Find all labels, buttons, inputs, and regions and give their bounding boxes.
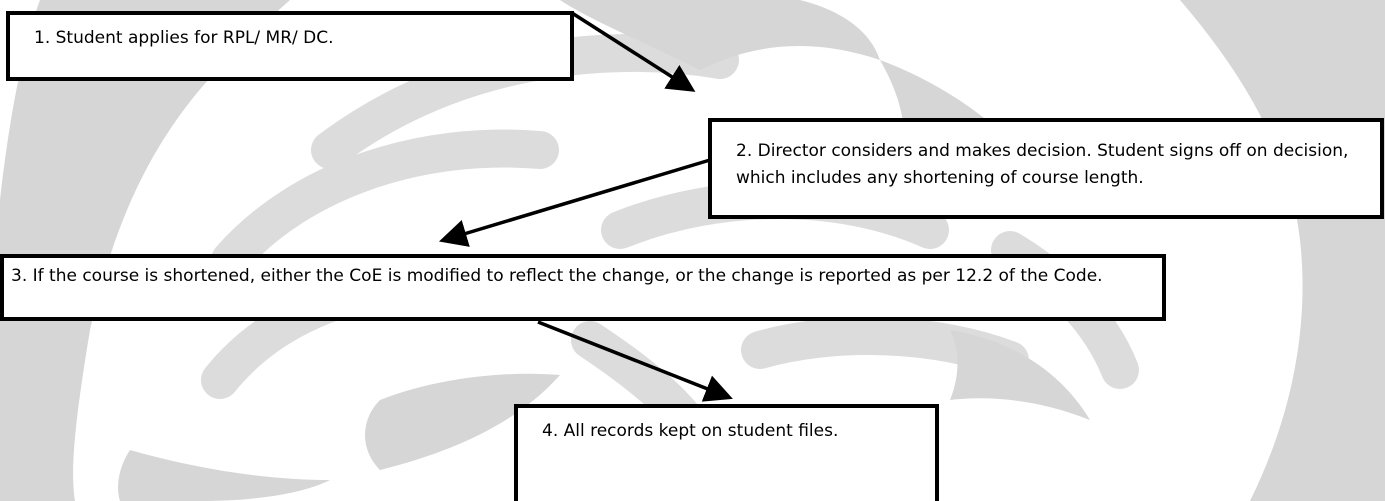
arrow-step3-to-step4 [537, 320, 733, 402]
step-2-box: 2. Director considers and makes decision… [708, 118, 1384, 219]
step-4-box: 4. All records kept on student files. [514, 404, 939, 501]
step-1-box: 1. Student applies for RPL/ MR/ DC. [6, 11, 574, 81]
arrow-step1-to-step2 [571, 11, 696, 92]
step-2-text: 2. Director considers and makes decision… [736, 141, 1349, 188]
arrow-step2-to-step3 [438, 158, 711, 247]
step-4-text: 4. All records kept on student files. [542, 421, 839, 441]
step-3-text: 3. If the course is shortened, either th… [11, 266, 1103, 286]
step-1-text: 1. Student applies for RPL/ MR/ DC. [34, 28, 334, 48]
step-3-box: 3. If the course is shortened, either th… [0, 254, 1166, 321]
